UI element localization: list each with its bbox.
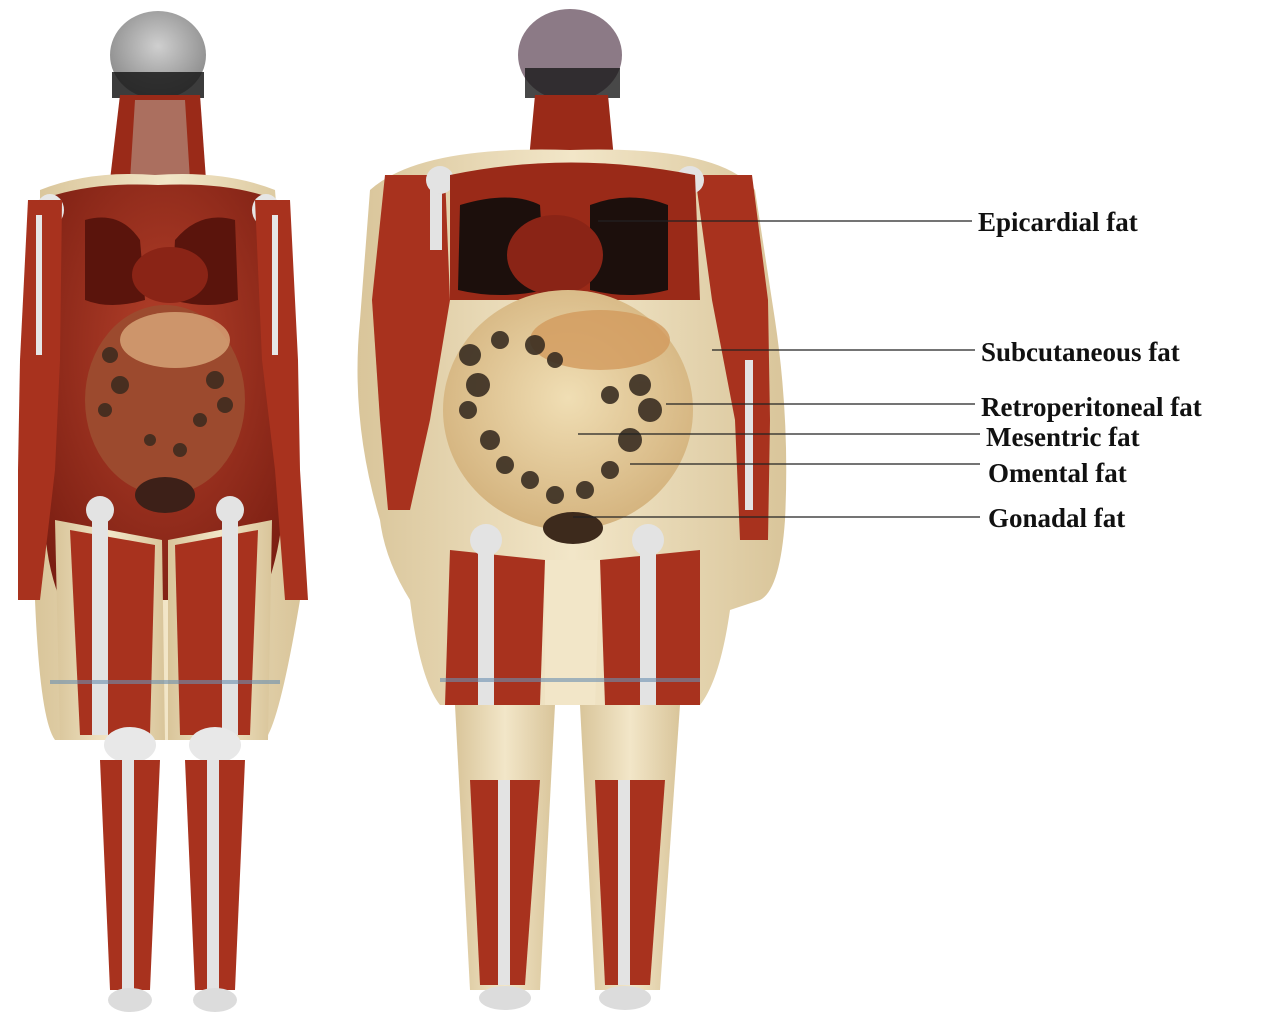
lean-heart: [132, 247, 208, 303]
lean-head-shadow: [112, 72, 204, 98]
subcutaneous-fat-label: Subcutaneous fat: [981, 339, 1180, 366]
lean-right-thigh: [175, 530, 258, 735]
lean-bladder: [135, 477, 195, 513]
lean-body-figure: [18, 11, 308, 1012]
obese-body-figure: [358, 9, 787, 1010]
obese-heart: [507, 215, 603, 295]
mesentric-fat-label: Mesentric fat: [986, 424, 1140, 451]
lean-left-thigh: [70, 530, 155, 735]
epicardial-fat-label: Epicardial fat: [978, 209, 1138, 236]
gonadal-fat-label: Gonadal fat: [988, 505, 1125, 532]
omental-fat-label: Omental fat: [988, 460, 1127, 487]
retroperitoneal-fat-label: Retroperitoneal fat: [981, 394, 1202, 421]
